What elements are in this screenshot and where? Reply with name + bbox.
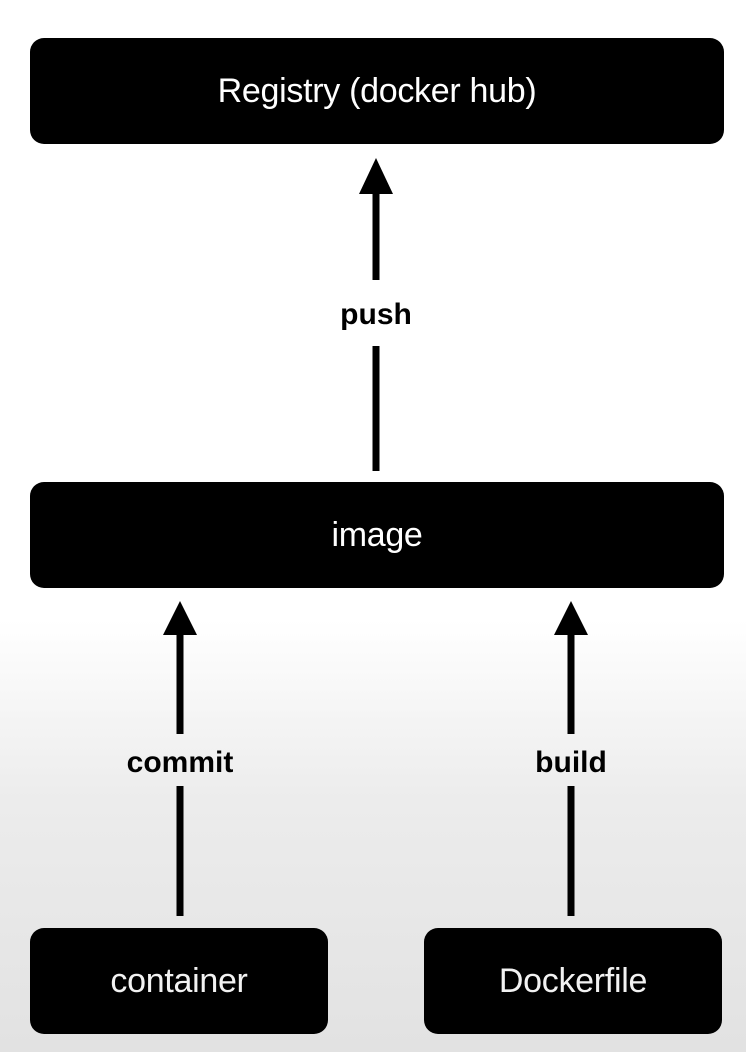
dockerfile-node: Dockerfile <box>424 928 722 1034</box>
image-node-label: image <box>331 515 423 554</box>
image-node: image <box>30 482 724 588</box>
commit-edge-label: commit <box>126 746 234 779</box>
build-edge-label: build <box>535 746 607 779</box>
container-node: container <box>30 928 328 1034</box>
dockerfile-node-label: Dockerfile <box>498 961 648 1000</box>
container-node-label: container <box>110 961 248 1000</box>
build-arrowhead-icon <box>554 601 588 635</box>
commit-arrowhead-icon <box>163 601 197 635</box>
registry-node-label: Registry (docker hub) <box>217 71 537 110</box>
push-edge-label: push <box>340 298 412 331</box>
registry-node: Registry (docker hub) <box>30 38 724 144</box>
push-arrowhead-icon <box>359 158 393 194</box>
